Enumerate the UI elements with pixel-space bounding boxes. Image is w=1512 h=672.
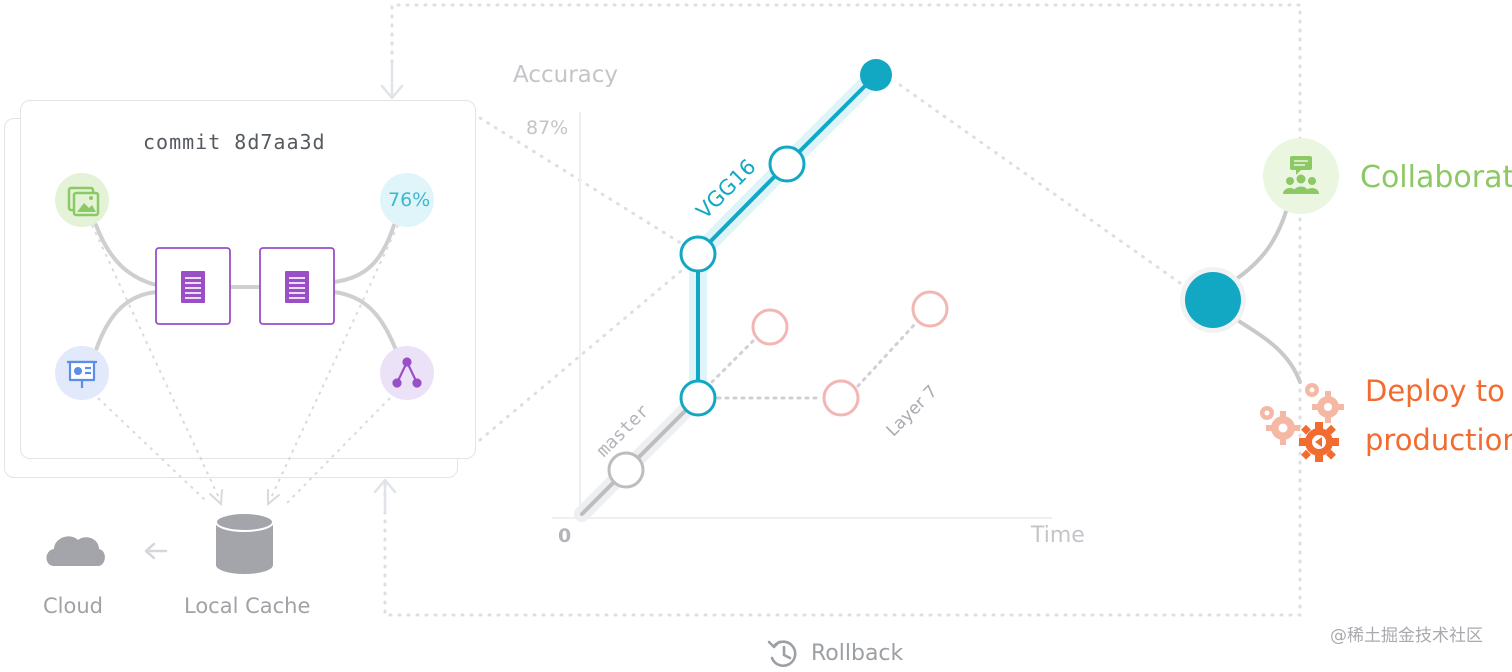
- collaborate-label[interactable]: Collaborate: [1360, 160, 1512, 195]
- rollback-label[interactable]: Rollback: [811, 641, 904, 666]
- deploy-node: [1185, 272, 1241, 328]
- layer-point-1: [751, 308, 789, 346]
- master-point: [607, 451, 645, 489]
- metric-node: [380, 173, 434, 227]
- left-arrow-icon: [144, 542, 168, 560]
- storage-icons: [46, 489, 280, 574]
- x-axis-label: Time: [1031, 523, 1085, 548]
- vgg-branch-line: [696, 73, 878, 400]
- people-chat-icon: [1283, 156, 1319, 194]
- projection-line-bottom: [478, 253, 702, 442]
- watermark-text: @稀土掘金技术社区: [1330, 626, 1483, 646]
- graph-node: [380, 346, 434, 400]
- vgg-point-2: [768, 145, 806, 183]
- vgg-head-point: [860, 59, 892, 91]
- metric-value: 76%: [388, 189, 431, 211]
- cloud-icon: [46, 536, 105, 566]
- up-arrow-icon: [373, 478, 397, 514]
- image-icon: [67, 186, 100, 217]
- nodes-graph-icon: [392, 357, 422, 388]
- rollback-icon[interactable]: [766, 636, 802, 672]
- document-icon: [181, 271, 205, 303]
- projection-line-top: [478, 116, 702, 257]
- commit-graph: [55, 173, 434, 506]
- layer-point-3: [911, 290, 949, 328]
- branch-point: [679, 379, 717, 417]
- deploy-label-line1[interactable]: Deploy to: [1365, 374, 1505, 408]
- rollback-loop-path: [383, 3, 1302, 617]
- origin-label: 0: [558, 525, 572, 547]
- vgg-point-1: [679, 235, 717, 273]
- layer-point-2: [822, 379, 860, 417]
- head-to-node-line: [898, 83, 1192, 292]
- down-arrow-icon: [380, 60, 404, 100]
- presentation-icon: [67, 360, 97, 388]
- local-cache-label: Local Cache: [184, 594, 311, 618]
- document-icon: [285, 271, 309, 303]
- database-icon: [215, 512, 274, 574]
- cloud-label: Cloud: [43, 594, 103, 618]
- gears-icon: [1260, 383, 1344, 462]
- deploy-label-line2[interactable]: production: [1365, 423, 1512, 457]
- y-tick-label: 87%: [526, 117, 569, 139]
- commit-card[interactable]: [20, 100, 476, 459]
- y-axis-label: Accuracy: [513, 62, 619, 88]
- commit-label: commit 8d7aa3d: [143, 130, 326, 154]
